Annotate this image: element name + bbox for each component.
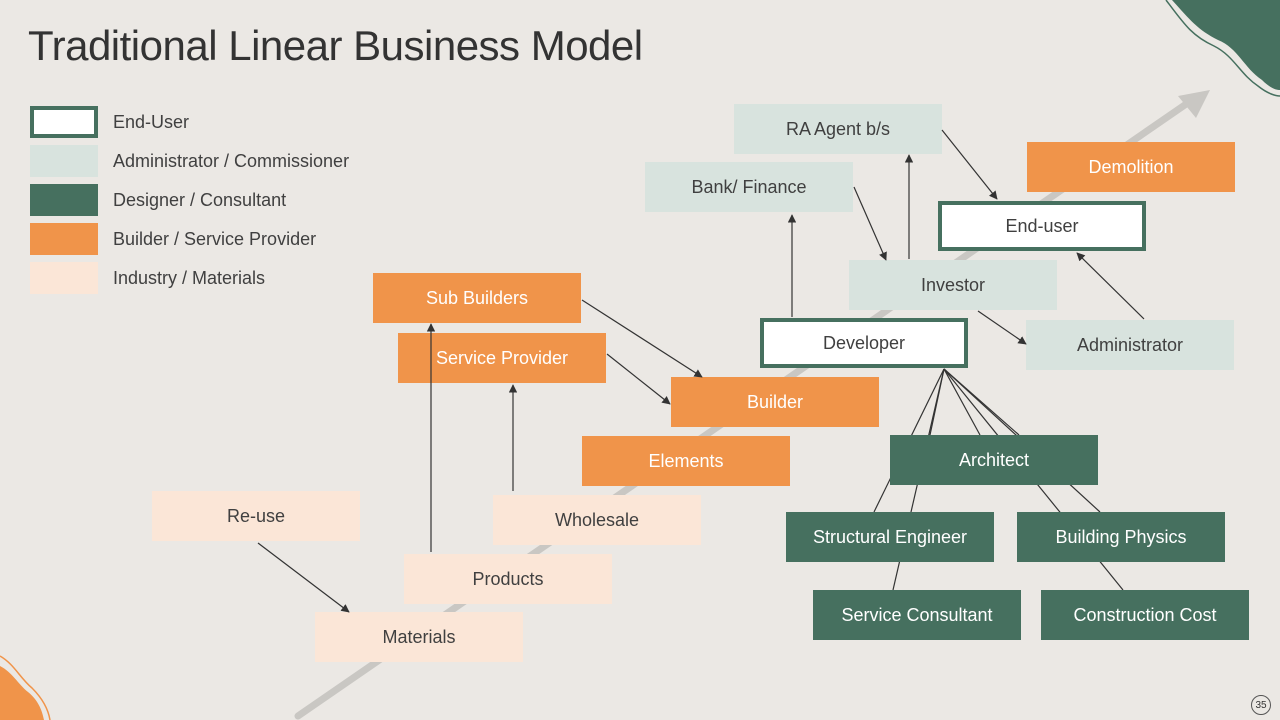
node-elements: Elements	[582, 436, 790, 486]
connector-subbuilders-builder	[581, 299, 703, 378]
page-number: 35	[1251, 695, 1271, 715]
node-administrator: Administrator	[1026, 320, 1234, 370]
connector-developer-architect-b	[943, 368, 981, 436]
legend-item-administrator: Administrator / Commissioner	[30, 145, 390, 177]
node-architect-overlay: Architect	[890, 435, 1098, 485]
node-products: Products	[404, 554, 612, 604]
slide-title: Traditional Linear Business Model	[28, 22, 643, 69]
connector-raagent-enduser	[941, 129, 998, 200]
node-demolition: Demolition	[1027, 142, 1235, 192]
node-bank-finance: Bank/ Finance	[645, 162, 853, 212]
legend-label: Designer / Consultant	[113, 190, 287, 210]
legend-item-builder: Builder / Service Provider	[30, 223, 390, 255]
node-building-physics-overlay: Building Physics	[1017, 512, 1225, 562]
node-re-use: Re-use	[152, 491, 360, 541]
legend-label: Administrator / Commissioner	[113, 151, 350, 171]
node-end-user: End-user	[938, 201, 1146, 251]
legend-label: End-User	[113, 112, 190, 132]
corner-shape-bottom-left-outline	[0, 655, 51, 720]
node-service-consultant-overlay: Service Consultant	[813, 590, 1021, 640]
legend-label: Industry / Materials	[113, 268, 266, 288]
connector-reuse-materials	[257, 542, 350, 613]
node-service-provider: Service Provider	[398, 333, 606, 383]
legend-item-end-user: End-User	[30, 106, 390, 138]
legend-label: Builder / Service Provider	[113, 229, 317, 249]
legend-item-designer: Designer / Consultant	[30, 184, 390, 216]
legend-item-industry: Industry / Materials	[30, 262, 390, 294]
node-developer: Developer	[760, 318, 968, 368]
node-builder: Builder	[671, 377, 879, 427]
legend-swatch-administrator	[30, 145, 98, 177]
connector-serviceprovider-builder	[606, 353, 671, 405]
node-construction-cost-overlay: Construction Cost	[1041, 590, 1249, 640]
node-ra-agent: RA Agent b/s	[734, 104, 942, 154]
connector-administrator-enduser	[1076, 252, 1145, 320]
node-structural-engineer-overlay: Structural Engineer	[786, 512, 994, 562]
corner-shape-top-right	[1172, 0, 1280, 90]
legend-swatch-designer	[30, 184, 98, 216]
node-wholesale: Wholesale	[493, 495, 701, 545]
corner-shape-top-right-outline	[1165, 0, 1280, 97]
connector-investor-administrator	[977, 310, 1027, 345]
legend-swatch-industry	[30, 262, 98, 294]
node-materials: Materials	[315, 612, 523, 662]
node-sub-builders: Sub Builders	[373, 273, 581, 323]
legend-swatch-builder	[30, 223, 98, 255]
connector-bank-investor	[853, 186, 887, 261]
corner-shape-bottom-left	[0, 666, 44, 720]
node-investor: Investor	[849, 260, 1057, 310]
legend-swatch-end-user	[30, 106, 98, 138]
